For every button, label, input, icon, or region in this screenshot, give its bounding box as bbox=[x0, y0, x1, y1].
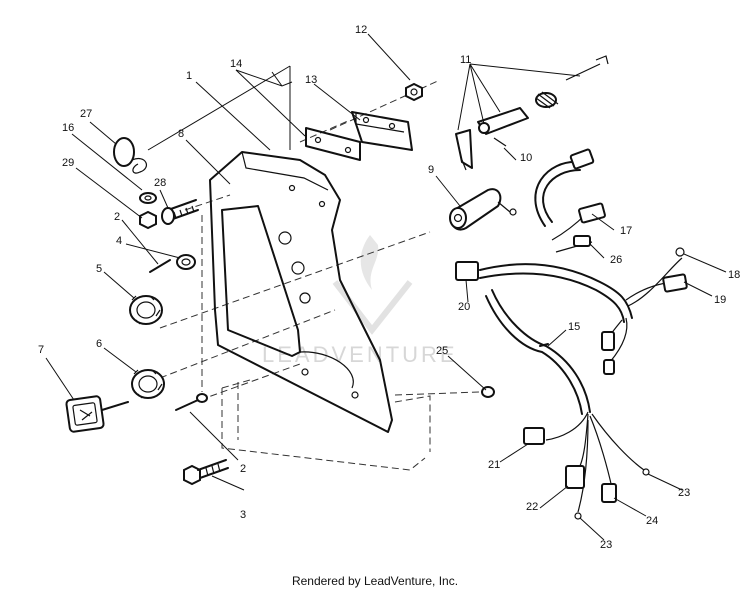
callout-13: 13 bbox=[305, 74, 317, 86]
knurled-nut-lower bbox=[131, 369, 165, 399]
callout-24: 24 bbox=[646, 515, 658, 527]
callout-18: 18 bbox=[728, 269, 740, 281]
bolt bbox=[183, 459, 229, 486]
callout-25: 25 bbox=[436, 345, 448, 357]
ignition-key bbox=[65, 395, 129, 433]
callout-21: 21 bbox=[488, 459, 500, 471]
pin bbox=[149, 254, 196, 273]
callout-20: 20 bbox=[458, 301, 470, 313]
callout-19: 19 bbox=[714, 294, 726, 306]
callout-1: 1 bbox=[186, 70, 192, 82]
hex-nut bbox=[405, 82, 423, 102]
callout-28: 28 bbox=[154, 177, 166, 189]
callout-26: 26 bbox=[610, 254, 622, 266]
wiring-harness bbox=[455, 148, 688, 520]
footer-credit: Rendered by LeadVenture, Inc. bbox=[291, 574, 459, 588]
callout-15: 15 bbox=[568, 321, 580, 333]
callout-23-upper: 23 bbox=[678, 487, 690, 499]
washer bbox=[139, 192, 157, 204]
ignition-switch bbox=[449, 188, 517, 231]
callout-2-upper: 2 bbox=[114, 211, 120, 223]
callout-5: 5 bbox=[96, 263, 102, 275]
callout-labels: 1 2 2 3 4 5 6 7 8 9 10 11 12 13 14 15 16… bbox=[38, 24, 740, 551]
callout-22: 22 bbox=[526, 501, 538, 513]
knurled-nut-upper bbox=[129, 295, 163, 325]
callout-8: 8 bbox=[178, 128, 184, 140]
lock-nut bbox=[139, 210, 157, 230]
latch-assembly bbox=[455, 55, 609, 171]
callout-2-lower: 2 bbox=[240, 463, 246, 475]
callout-23-lower: 23 bbox=[600, 539, 612, 551]
mounting-bracket bbox=[351, 111, 413, 151]
callout-3: 3 bbox=[240, 509, 246, 521]
screw bbox=[161, 199, 199, 225]
callout-16: 16 bbox=[62, 122, 74, 134]
callout-7: 7 bbox=[38, 344, 44, 356]
callout-17: 17 bbox=[620, 225, 632, 237]
callout-27: 27 bbox=[80, 108, 92, 120]
callout-29: 29 bbox=[62, 157, 74, 169]
lower-pin bbox=[175, 393, 208, 411]
spring-clip bbox=[113, 137, 148, 174]
watermark-logo bbox=[332, 235, 413, 335]
console-frame-outline bbox=[221, 379, 431, 471]
callout-9: 9 bbox=[428, 164, 434, 176]
callout-12: 12 bbox=[355, 24, 367, 36]
callout-10: 10 bbox=[520, 152, 532, 164]
callout-6: 6 bbox=[96, 338, 102, 350]
leader-lines bbox=[45, 33, 727, 541]
callout-4: 4 bbox=[116, 235, 122, 247]
callout-11: 11 bbox=[460, 54, 471, 66]
dash-panel bbox=[209, 151, 393, 433]
callout-14: 14 bbox=[230, 58, 242, 70]
watermark-text: LEADVENTURE bbox=[262, 342, 458, 367]
mounting-strip bbox=[305, 127, 361, 161]
